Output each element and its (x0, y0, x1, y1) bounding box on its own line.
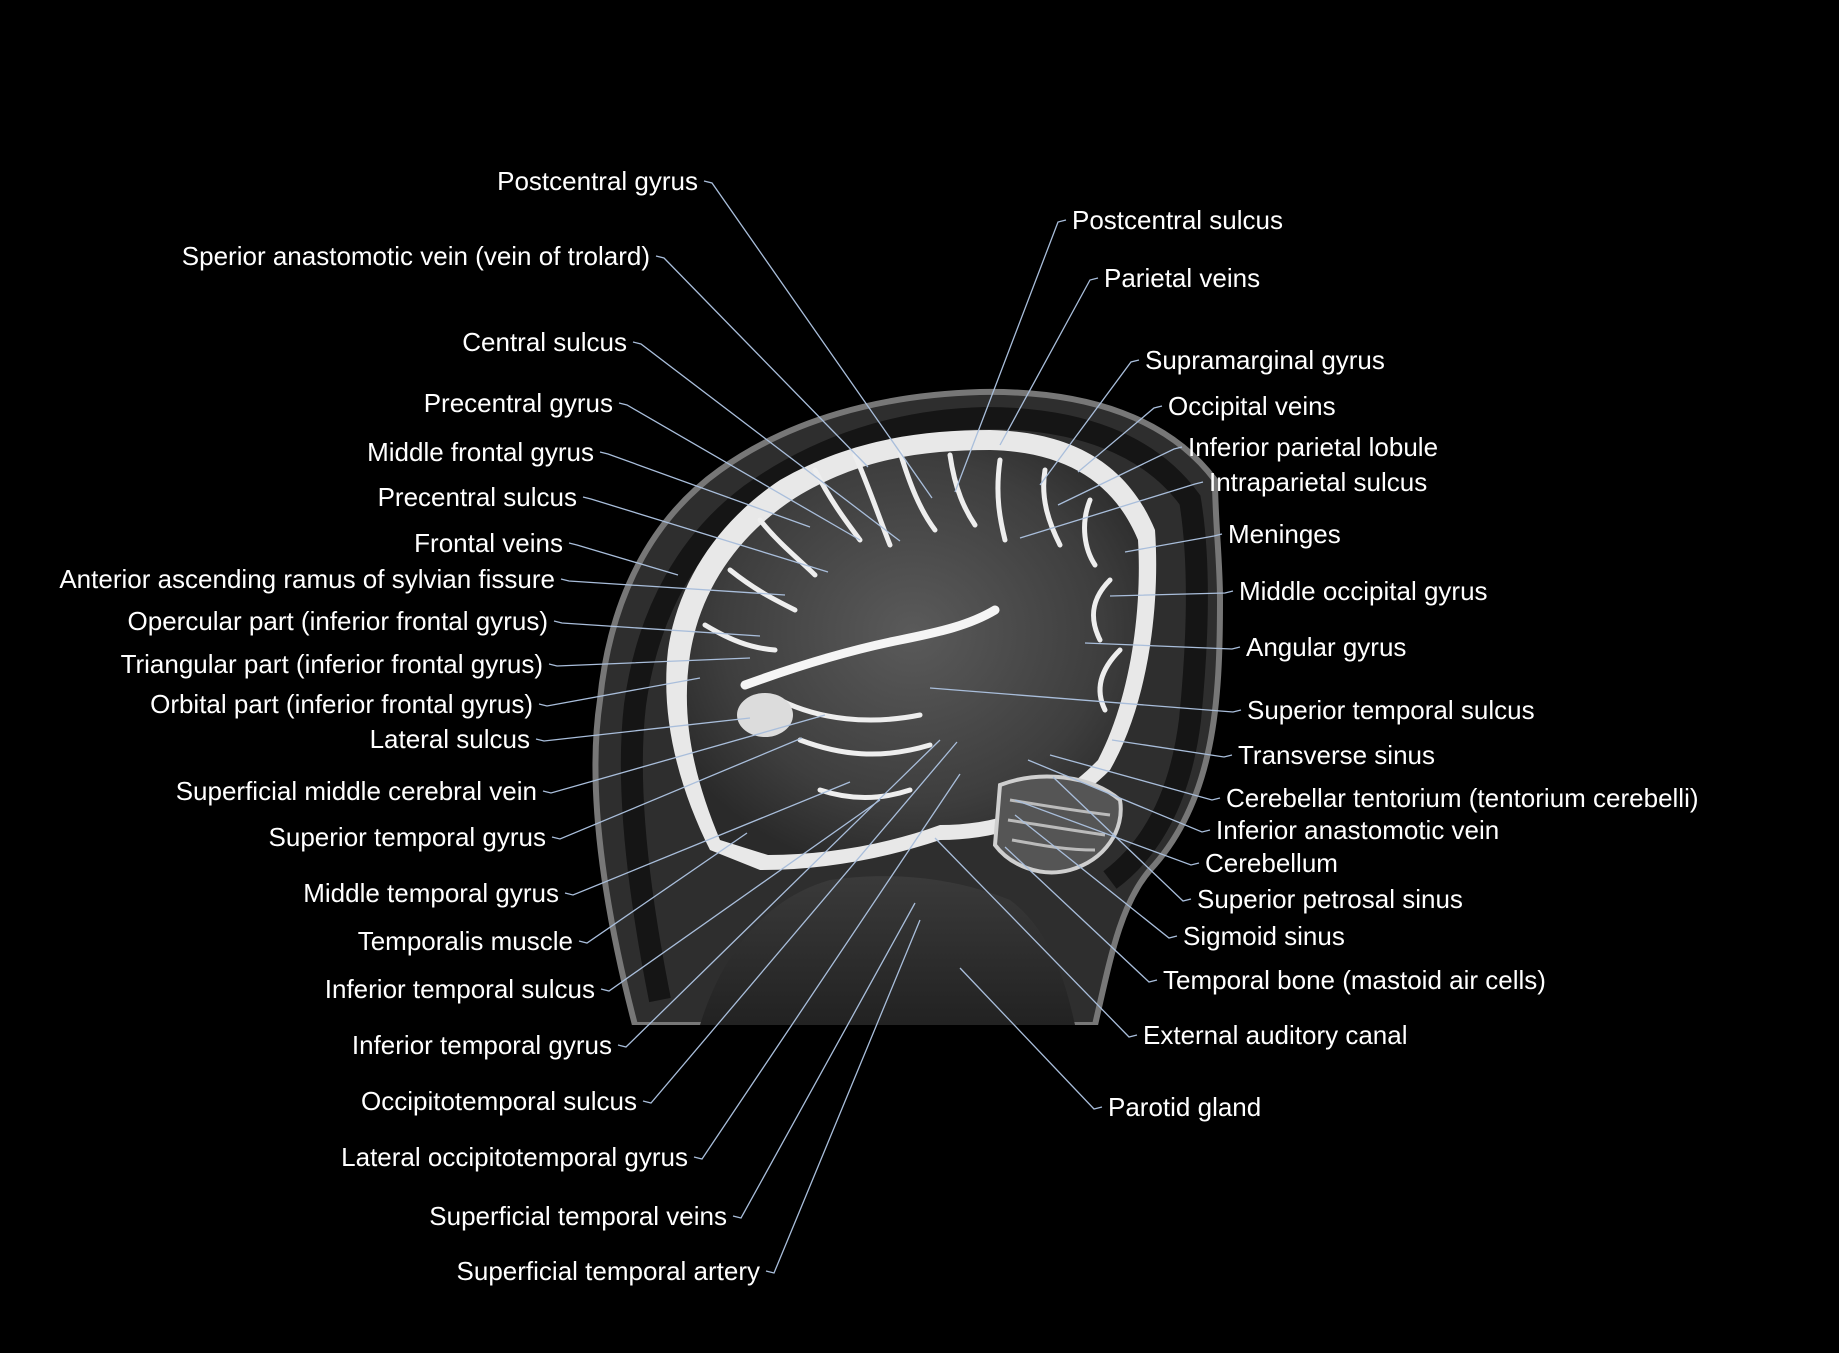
label-precentral-gyrus: Precentral gyrus (424, 388, 613, 418)
leader-line-occipital-veins (1077, 405, 1163, 473)
label-postcentral-sulcus: Postcentral sulcus (1072, 205, 1283, 235)
leader-line-cerebellum (1014, 799, 1200, 866)
leader-line-inferior-anastomotic-vein (1027, 759, 1211, 833)
label-superior-temporal-sulcus: Superior temporal sulcus (1247, 695, 1535, 725)
leader-line-meninges (1124, 533, 1223, 553)
leader-line-postcentral-gyrus (703, 180, 933, 499)
leader-line-superior-temporal-sulcus (929, 687, 1242, 713)
leader-line-external-auditory-canal (934, 837, 1138, 1038)
label-inferior-temporal-sulcus: Inferior temporal sulcus (325, 974, 595, 1004)
label-opercular-part-inferior-frontal-gyrus: Opercular part (inferior frontal gyrus) (128, 606, 548, 636)
label-sperior-anastomotic-vein-vein-of-trolard: Sperior anastomotic vein (vein of trolar… (182, 241, 650, 271)
label-parietal-veins: Parietal veins (1104, 263, 1260, 293)
label-inferior-parietal-lobule: Inferior parietal lobule (1188, 432, 1438, 462)
label-meninges: Meninges (1228, 519, 1341, 549)
leader-line-cerebellar-tentorium-tentorium-cerebelli (1049, 754, 1221, 801)
leader-line-inferior-parietal-lobule (1057, 446, 1183, 506)
label-middle-occipital-gyrus: Middle occipital gyrus (1239, 576, 1488, 606)
leader-line-middle-frontal-gyrus (599, 451, 811, 528)
label-middle-frontal-gyrus: Middle frontal gyrus (367, 437, 594, 467)
label-lateral-sulcus: Lateral sulcus (370, 724, 530, 754)
label-cerebellum: Cerebellum (1205, 848, 1338, 878)
label-lateral-occipitotemporal-gyrus: Lateral occipitotemporal gyrus (341, 1142, 688, 1172)
label-superficial-temporal-artery: Superficial temporal artery (457, 1256, 760, 1286)
label-parotid-gland: Parotid gland (1108, 1092, 1261, 1122)
leader-line-lateral-sulcus (535, 717, 751, 742)
label-temporalis-muscle: Temporalis muscle (358, 926, 573, 956)
label-superior-petrosal-sinus: Superior petrosal sinus (1197, 884, 1463, 914)
label-middle-temporal-gyrus: Middle temporal gyrus (303, 878, 559, 908)
leader-line-opercular-part-inferior-frontal-gyrus (553, 620, 761, 637)
leader-line-superficial-temporal-artery (765, 919, 921, 1274)
label-triangular-part-inferior-frontal-gyrus: Triangular part (inferior frontal gyrus) (121, 649, 543, 679)
label-intraparietal-sulcus: Intraparietal sulcus (1209, 467, 1427, 497)
leader-line-superficial-temporal-veins (732, 902, 916, 1219)
label-superficial-temporal-veins: Superficial temporal veins (429, 1201, 727, 1231)
leader-line-occipitotemporal-sulcus (642, 741, 958, 1104)
label-sigmoid-sinus: Sigmoid sinus (1183, 921, 1345, 951)
label-temporal-bone-mastoid-air-cells: Temporal bone (mastoid air cells) (1163, 965, 1546, 995)
leader-line-sigmoid-sinus (1014, 814, 1178, 939)
label-superficial-middle-cerebral-vein: Superficial middle cerebral vein (176, 776, 537, 806)
leader-line-precentral-sulcus (582, 496, 829, 573)
label-precentral-sulcus: Precentral sulcus (378, 482, 577, 512)
leader-line-temporal-bone-mastoid-air-cells (1004, 846, 1158, 983)
leader-lines (535, 180, 1242, 1274)
leader-line-lateral-occipitotemporal-gyrus (693, 773, 961, 1160)
leader-line-superior-temporal-gyrus (551, 737, 803, 840)
leader-line-precentral-gyrus (618, 402, 861, 541)
leader-line-inferior-temporal-gyrus (617, 739, 941, 1048)
label-occipital-veins: Occipital veins (1168, 391, 1336, 421)
leader-line-superior-petrosal-sinus (1052, 776, 1192, 902)
label-cerebellar-tentorium-tentorium-cerebelli: Cerebellar tentorium (tentorium cerebell… (1226, 783, 1699, 813)
label-superior-temporal-gyrus: Superior temporal gyrus (269, 822, 546, 852)
leader-line-angular-gyrus (1084, 642, 1241, 650)
leader-line-middle-temporal-gyrus (564, 781, 851, 896)
leader-line-middle-occipital-gyrus (1109, 590, 1234, 597)
label-frontal-veins: Frontal veins (414, 528, 563, 558)
leader-line-parotid-gland (959, 967, 1103, 1110)
leader-line-superficial-middle-cerebral-vein (542, 714, 826, 794)
leader-line-triangular-part-inferior-frontal-gyrus (548, 657, 751, 667)
leader-line-supramarginal-gyrus (1039, 359, 1140, 486)
label-inferior-anastomotic-vein: Inferior anastomotic vein (1216, 815, 1499, 845)
leader-line-parietal-veins (999, 277, 1099, 446)
label-postcentral-gyrus: Postcentral gyrus (497, 166, 698, 196)
leader-line-frontal-veins (568, 542, 679, 576)
label-angular-gyrus: Angular gyrus (1246, 632, 1406, 662)
label-central-sulcus: Central sulcus (462, 327, 627, 357)
label-anterior-ascending-ramus-of-sylvian-fissure: Anterior ascending ramus of sylvian fiss… (59, 564, 555, 594)
leader-line-inferior-temporal-sulcus (600, 799, 881, 992)
leader-line-transverse-sinus (1111, 739, 1233, 758)
leader-line-orbital-part-inferior-frontal-gyrus (538, 677, 701, 707)
leader-line-intraparietal-sulcus (1019, 481, 1204, 539)
mri-sagittal-image (592, 388, 1224, 1033)
label-external-auditory-canal: External auditory canal (1143, 1020, 1407, 1050)
label-transverse-sinus: Transverse sinus (1238, 740, 1435, 770)
label-supramarginal-gyrus: Supramarginal gyrus (1145, 345, 1385, 375)
leader-line-postcentral-sulcus (954, 219, 1067, 493)
label-occipitotemporal-sulcus: Occipitotemporal sulcus (361, 1086, 637, 1116)
leader-line-sperior-anastomotic-vein-vein-of-trolard (655, 255, 869, 468)
leader-line-anterior-ascending-ramus-of-sylvian-fissure (560, 578, 786, 596)
leader-line-central-sulcus (632, 341, 901, 542)
label-inferior-temporal-gyrus: Inferior temporal gyrus (352, 1030, 612, 1060)
label-orbital-part-inferior-frontal-gyrus: Orbital part (inferior frontal gyrus) (150, 689, 533, 719)
leader-line-temporalis-muscle (578, 832, 748, 944)
